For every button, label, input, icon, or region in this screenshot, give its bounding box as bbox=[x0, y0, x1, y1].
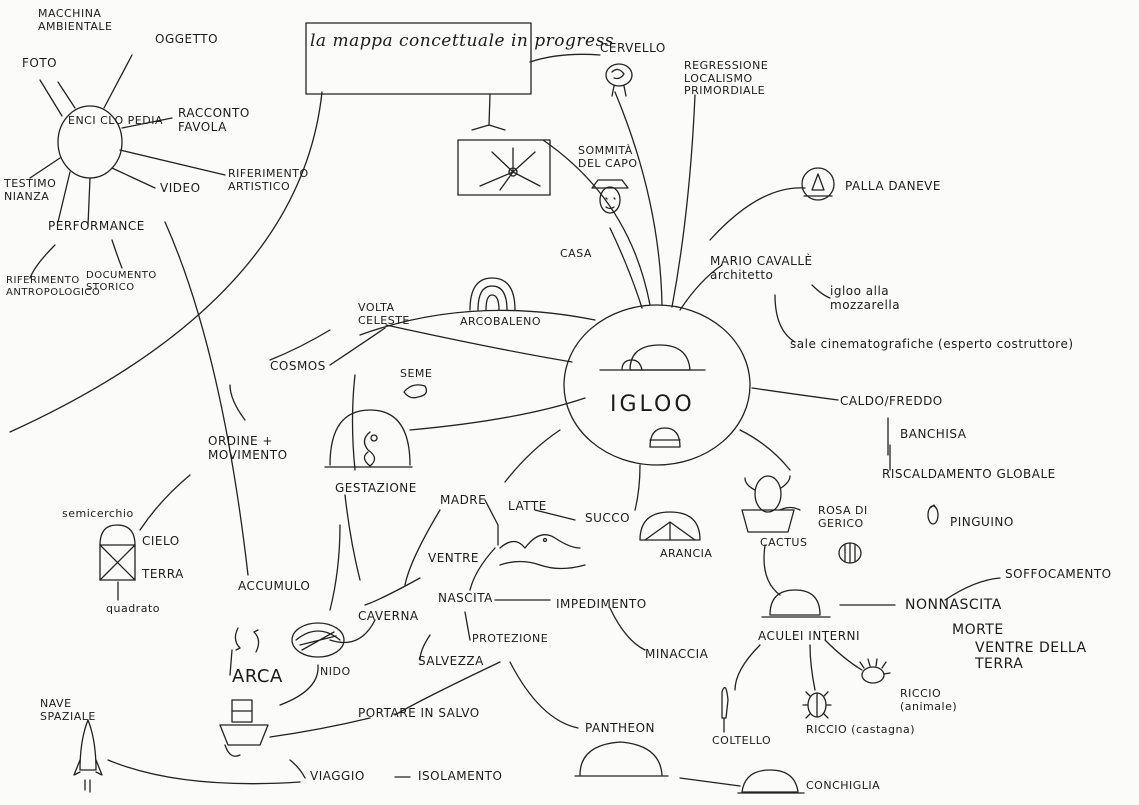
terra-label: TERRA bbox=[142, 567, 184, 581]
racconto-favola-label: RACCONTO FAVOLA bbox=[178, 106, 250, 134]
regressione-label: REGRESSIONE LOCALISMO PRIMORDIALE bbox=[684, 59, 769, 98]
igloo-icon bbox=[629, 344, 691, 371]
rainbow-icon bbox=[469, 277, 516, 311]
penguin-icon bbox=[927, 505, 939, 525]
nascita-label: NASCITA bbox=[438, 591, 493, 605]
morte-label: MORTE bbox=[952, 622, 1004, 638]
riferimento-antropologico-label: RIFERIMENTO ANTROPOLOGICO bbox=[6, 275, 101, 298]
conchiglia-label: CONCHIGLIA bbox=[806, 779, 881, 792]
documento-storico-label: DOCUMENTO STORICO bbox=[86, 270, 157, 293]
nest-icon bbox=[291, 622, 345, 658]
testimonianza-label: TESTIMO NIANZA bbox=[4, 177, 57, 203]
protezione-label: PROTEZIONE bbox=[472, 632, 549, 645]
riccio-castagna-label: RICCIO (castagna) bbox=[806, 723, 915, 736]
arancia-label: ARANCIA bbox=[660, 547, 713, 560]
riscaldamento-globale-label: RISCALDAMENTO GLOBALE bbox=[882, 467, 1056, 481]
snow-globe-icon bbox=[801, 167, 835, 201]
quadrato-label: quadrato bbox=[106, 602, 160, 615]
latte-label: LATTE bbox=[508, 499, 547, 513]
shell-icon bbox=[741, 769, 799, 793]
isolamento-label: ISOLAMENTO bbox=[418, 769, 503, 783]
igloo-label: IGLOO bbox=[610, 392, 695, 417]
performance-label: PERFORMANCE bbox=[48, 219, 145, 233]
banchisa-label: BANCHISA bbox=[900, 427, 967, 441]
gestazione-label: GESTAZIONE bbox=[335, 481, 417, 495]
foto-label: FOTO bbox=[22, 56, 58, 70]
igloo-circle bbox=[563, 304, 751, 466]
cactus-label: CACTUS bbox=[760, 536, 808, 549]
caldo-freddo-label: CALDO/FREDDO bbox=[840, 394, 943, 408]
sky-earth-square bbox=[99, 544, 136, 581]
knife-icon bbox=[721, 686, 729, 719]
rosa-di-gerico-label: ROSA DI GERICO bbox=[818, 504, 868, 530]
impedimento-label: IMPEDIMENTO bbox=[556, 597, 647, 611]
macchina-ambientale-label: MACCHINA AMBIENTALE bbox=[38, 7, 113, 33]
nido-label: NIDO bbox=[320, 665, 351, 678]
video-label: VIDEO bbox=[160, 181, 201, 195]
caverna-label: CAVERNA bbox=[358, 609, 419, 623]
semicerchio-label: semicerchio bbox=[62, 507, 134, 520]
volta-celeste-label: VOLTA CELESTE bbox=[358, 301, 410, 327]
enciclopedia-label: ENCI CLO PEDIA bbox=[68, 114, 163, 127]
salvezza-label: SALVEZZA bbox=[418, 654, 484, 668]
ventre-della-terra-label: VENTRE DELLA TERRA bbox=[975, 640, 1087, 673]
pinguino-label: PINGUINO bbox=[950, 515, 1014, 529]
casa-label: CASA bbox=[560, 247, 592, 260]
mario-cavalle-label: MARIO CAVALLÈ architetto bbox=[710, 254, 813, 282]
hedgehog-icon bbox=[861, 666, 885, 684]
riferimento-artistico-label: RIFERIMENTO ARTISTICO bbox=[228, 167, 309, 193]
igloo-mozzarella-label: igloo alla mozzarella bbox=[830, 284, 901, 312]
riccio-animale-label: RICCIO (animale) bbox=[900, 687, 958, 713]
map-title: la mappa concettuale in progress bbox=[310, 31, 615, 51]
cosmos-label: COSMOS bbox=[270, 359, 326, 373]
recycle-icon bbox=[234, 627, 260, 653]
minaccia-label: MINACCIA bbox=[645, 647, 709, 661]
arcobaleno-label: ARCOBALENO bbox=[460, 315, 541, 328]
brain-icon bbox=[605, 63, 633, 87]
rocket-icon bbox=[79, 719, 97, 771]
arca-label: ARCA bbox=[232, 666, 283, 687]
head-icon bbox=[599, 186, 621, 214]
sommita-label: SOMMITÀ DEL CAPO bbox=[578, 144, 638, 170]
aculei-interni-label: ACULEI INTERNI bbox=[758, 629, 861, 643]
title-box bbox=[305, 22, 532, 95]
nave-spaziale-label: NAVE SPAZIALE bbox=[40, 697, 96, 723]
oggetto-label: OGGETTO bbox=[155, 32, 219, 46]
ark-boat-icon bbox=[219, 724, 269, 746]
cactus-pot-icon bbox=[741, 509, 795, 533]
cervello-label: CERVELLO bbox=[600, 41, 666, 55]
succo-label: SUCCO bbox=[585, 511, 631, 525]
seme-label: SEME bbox=[400, 367, 433, 380]
ordine-movimento-label: ORDINE + MOVIMENTO bbox=[208, 434, 288, 462]
nonnascita-label: NONNASCITA bbox=[905, 597, 1002, 613]
portare-in-salvo-label: PORTARE IN SALVO bbox=[358, 706, 480, 720]
sale-cinematografiche-label: sale cinematografiche (esperto costrutto… bbox=[790, 337, 1074, 351]
hanging-picture bbox=[457, 139, 551, 196]
gestation-dome-icon bbox=[329, 409, 411, 466]
womb-wave bbox=[499, 534, 581, 549]
viaggio-label: VIAGGIO bbox=[310, 769, 365, 783]
pantheon-dome-icon bbox=[579, 741, 663, 776]
pantheon-label: PANTHEON bbox=[585, 721, 656, 735]
palla-di-neve-label: PALLA DANEVE bbox=[845, 179, 941, 193]
accumulo-label: ACCUMULO bbox=[238, 579, 311, 593]
coltello-label: COLTELLO bbox=[712, 734, 772, 747]
spiky-dome-icon bbox=[769, 589, 821, 616]
madre-label: MADRE bbox=[440, 493, 487, 507]
ventre-label: VENTRE bbox=[428, 551, 480, 565]
cielo-label: CIELO bbox=[142, 534, 180, 548]
orange-icon bbox=[639, 511, 701, 541]
igloo-dome-icon bbox=[649, 427, 681, 448]
soffocamento-label: SOFFOCAMENTO bbox=[1005, 567, 1112, 581]
seed-icon bbox=[403, 384, 428, 399]
